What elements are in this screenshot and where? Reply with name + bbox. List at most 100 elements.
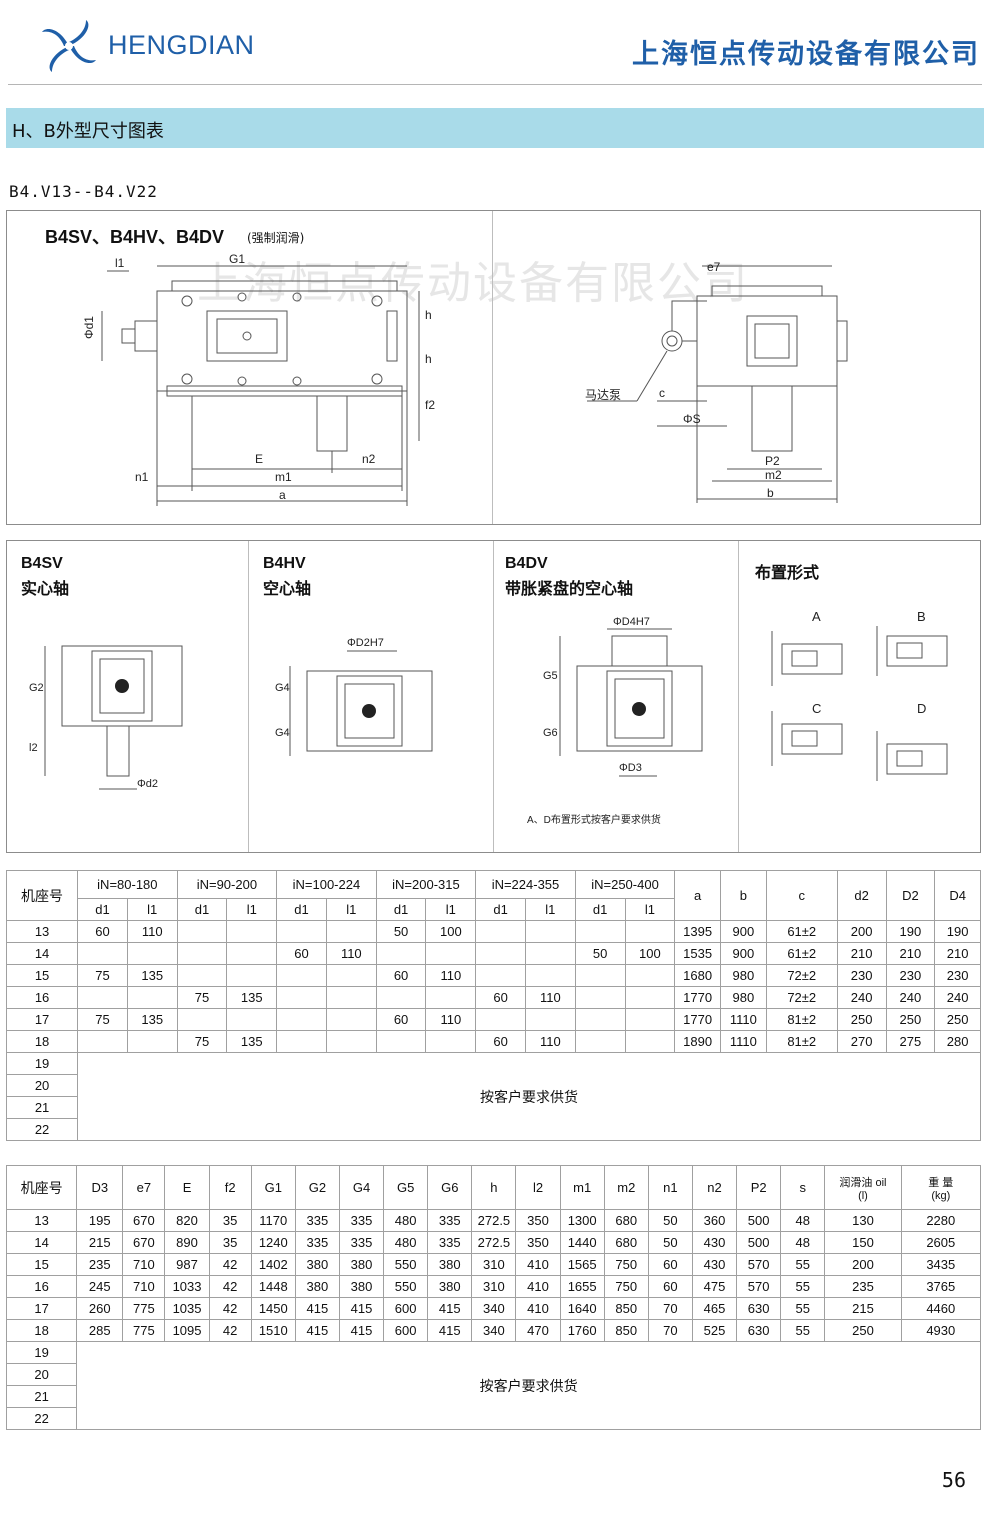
t1-cell	[276, 1030, 327, 1053]
t1-right-cell: 980	[719, 964, 767, 987]
t2-cell: 680	[603, 1231, 649, 1254]
t1-cell	[475, 920, 526, 943]
t2-cell: 550	[383, 1275, 429, 1298]
gearbox-front-view: l1 G1 Φd1 h h f2 E n2 n1 m1 a e7 马达泵 c Φ…	[82, 252, 848, 506]
t1-right-cell: 270	[836, 1030, 887, 1053]
t2-cell: 48	[780, 1209, 826, 1232]
t1-cell	[624, 1030, 676, 1053]
dim-m1: m1	[275, 470, 292, 484]
panel-divider-3	[738, 541, 739, 852]
dim-P2: P2	[765, 454, 780, 468]
t1-right-cell: 1770	[674, 986, 721, 1009]
table-row: 20	[5, 1074, 981, 1097]
t2-cell: 260	[76, 1297, 124, 1320]
panel-hv-code: B4HV	[263, 555, 306, 572]
t2-cell: 335	[294, 1231, 340, 1254]
dim-h-bottom: h	[425, 352, 432, 366]
t2-cell: 480	[383, 1209, 429, 1232]
t1-right-cell: 280	[934, 1030, 981, 1053]
t2-cell: 1170	[250, 1209, 296, 1232]
t2-cell: 1035	[164, 1297, 210, 1320]
t2-model: 13	[5, 1209, 78, 1232]
t1-cell	[176, 942, 228, 965]
t1-right-cell: 1890	[674, 1030, 721, 1053]
t2-cell: 525	[691, 1319, 738, 1342]
panel-divider-1	[248, 541, 249, 852]
t1-right-cell: 1110	[719, 1008, 767, 1031]
section-title: H、B外型尺寸图表	[12, 121, 164, 142]
t1-cell	[524, 1008, 576, 1031]
t1-cell	[325, 1030, 377, 1053]
t1-cell	[276, 1008, 327, 1031]
t2-cell: 3765	[900, 1275, 982, 1298]
t2-cell: 55	[780, 1275, 826, 1298]
t2-cell: 410	[515, 1275, 561, 1298]
panel-sv-desc: 实心轴	[21, 579, 70, 598]
t2-cell: 42	[208, 1275, 252, 1298]
t2-header-16: P2	[736, 1165, 782, 1210]
t1-model: 19	[5, 1052, 79, 1075]
panel-layout-title: 布置形式	[755, 563, 820, 582]
t2-cell: 42	[208, 1297, 252, 1320]
t1-cell: 60	[375, 1008, 427, 1031]
t1-right-cell: 210	[836, 942, 887, 965]
t1-cell	[375, 942, 427, 965]
t1-cell: 75	[77, 964, 128, 987]
t2-cell: 350	[515, 1209, 561, 1232]
t2-oil-label: 润滑油 oil	[839, 1176, 887, 1189]
table-row: 22	[5, 1118, 981, 1141]
t1-cell	[176, 964, 228, 987]
t2-cell: 48	[780, 1231, 826, 1254]
t2-cell: 465	[691, 1297, 738, 1320]
t1-right-cell: 61±2	[765, 942, 838, 965]
t2-header-11: l2	[515, 1165, 561, 1210]
t2-cell: 60	[647, 1253, 693, 1276]
t2-cell: 2605	[900, 1231, 982, 1254]
t1-cell: 110	[325, 942, 377, 965]
t2-cell: 150	[824, 1231, 902, 1254]
t1-right-cell: 240	[934, 986, 981, 1009]
t2-cell: 470	[515, 1319, 561, 1342]
t1-cell	[425, 986, 477, 1009]
t1-ratio-0: iN=80-180	[77, 870, 178, 899]
brand-name: HENGDIAN	[108, 30, 255, 60]
t2-cell: 1655	[559, 1275, 605, 1298]
t1-right-cell: 1395	[674, 920, 721, 943]
t2-cell: 4460	[900, 1297, 982, 1320]
t2-header-0: 机座号	[5, 1165, 78, 1210]
t2-cell: 1450	[250, 1297, 296, 1320]
t1-right-cell: 230	[836, 964, 887, 987]
t2-cell: 480	[383, 1231, 429, 1254]
t2-cell: 1240	[250, 1231, 296, 1254]
t2-cell: 55	[780, 1319, 826, 1342]
t1-cell: 135	[226, 986, 278, 1009]
t2-header-14: n1	[647, 1165, 693, 1210]
t1-cell: 75	[176, 1030, 228, 1053]
t2-cell: 680	[603, 1209, 649, 1232]
t2-cell: 415	[427, 1297, 473, 1320]
hengdian-logo-icon	[42, 20, 96, 72]
dim-n2: n2	[362, 452, 376, 466]
t2-header-9: G6	[427, 1165, 473, 1210]
t1-cell	[574, 1030, 626, 1053]
t1-model: 13	[5, 920, 79, 943]
t2-cell: 250	[824, 1319, 902, 1342]
t2-cell: 335	[294, 1209, 340, 1232]
t2-cell: 1565	[559, 1253, 605, 1276]
t2-cell: 1760	[559, 1319, 605, 1342]
t1-right-cell: 980	[719, 986, 767, 1009]
t2-cell: 710	[122, 1275, 166, 1298]
t1-cell	[624, 986, 676, 1009]
t1-cell	[126, 986, 178, 1009]
t2-cell: 415	[427, 1319, 473, 1342]
t1-cell	[574, 920, 626, 943]
t1-right-c: c	[765, 870, 838, 921]
t2-cell: 200	[824, 1253, 902, 1276]
t2-header-5: G1	[250, 1165, 296, 1210]
t2-cell: 350	[515, 1231, 561, 1254]
t1-right-cell: 900	[719, 942, 767, 965]
t1-cell	[226, 1008, 278, 1031]
t2-cell: 570	[736, 1275, 782, 1298]
